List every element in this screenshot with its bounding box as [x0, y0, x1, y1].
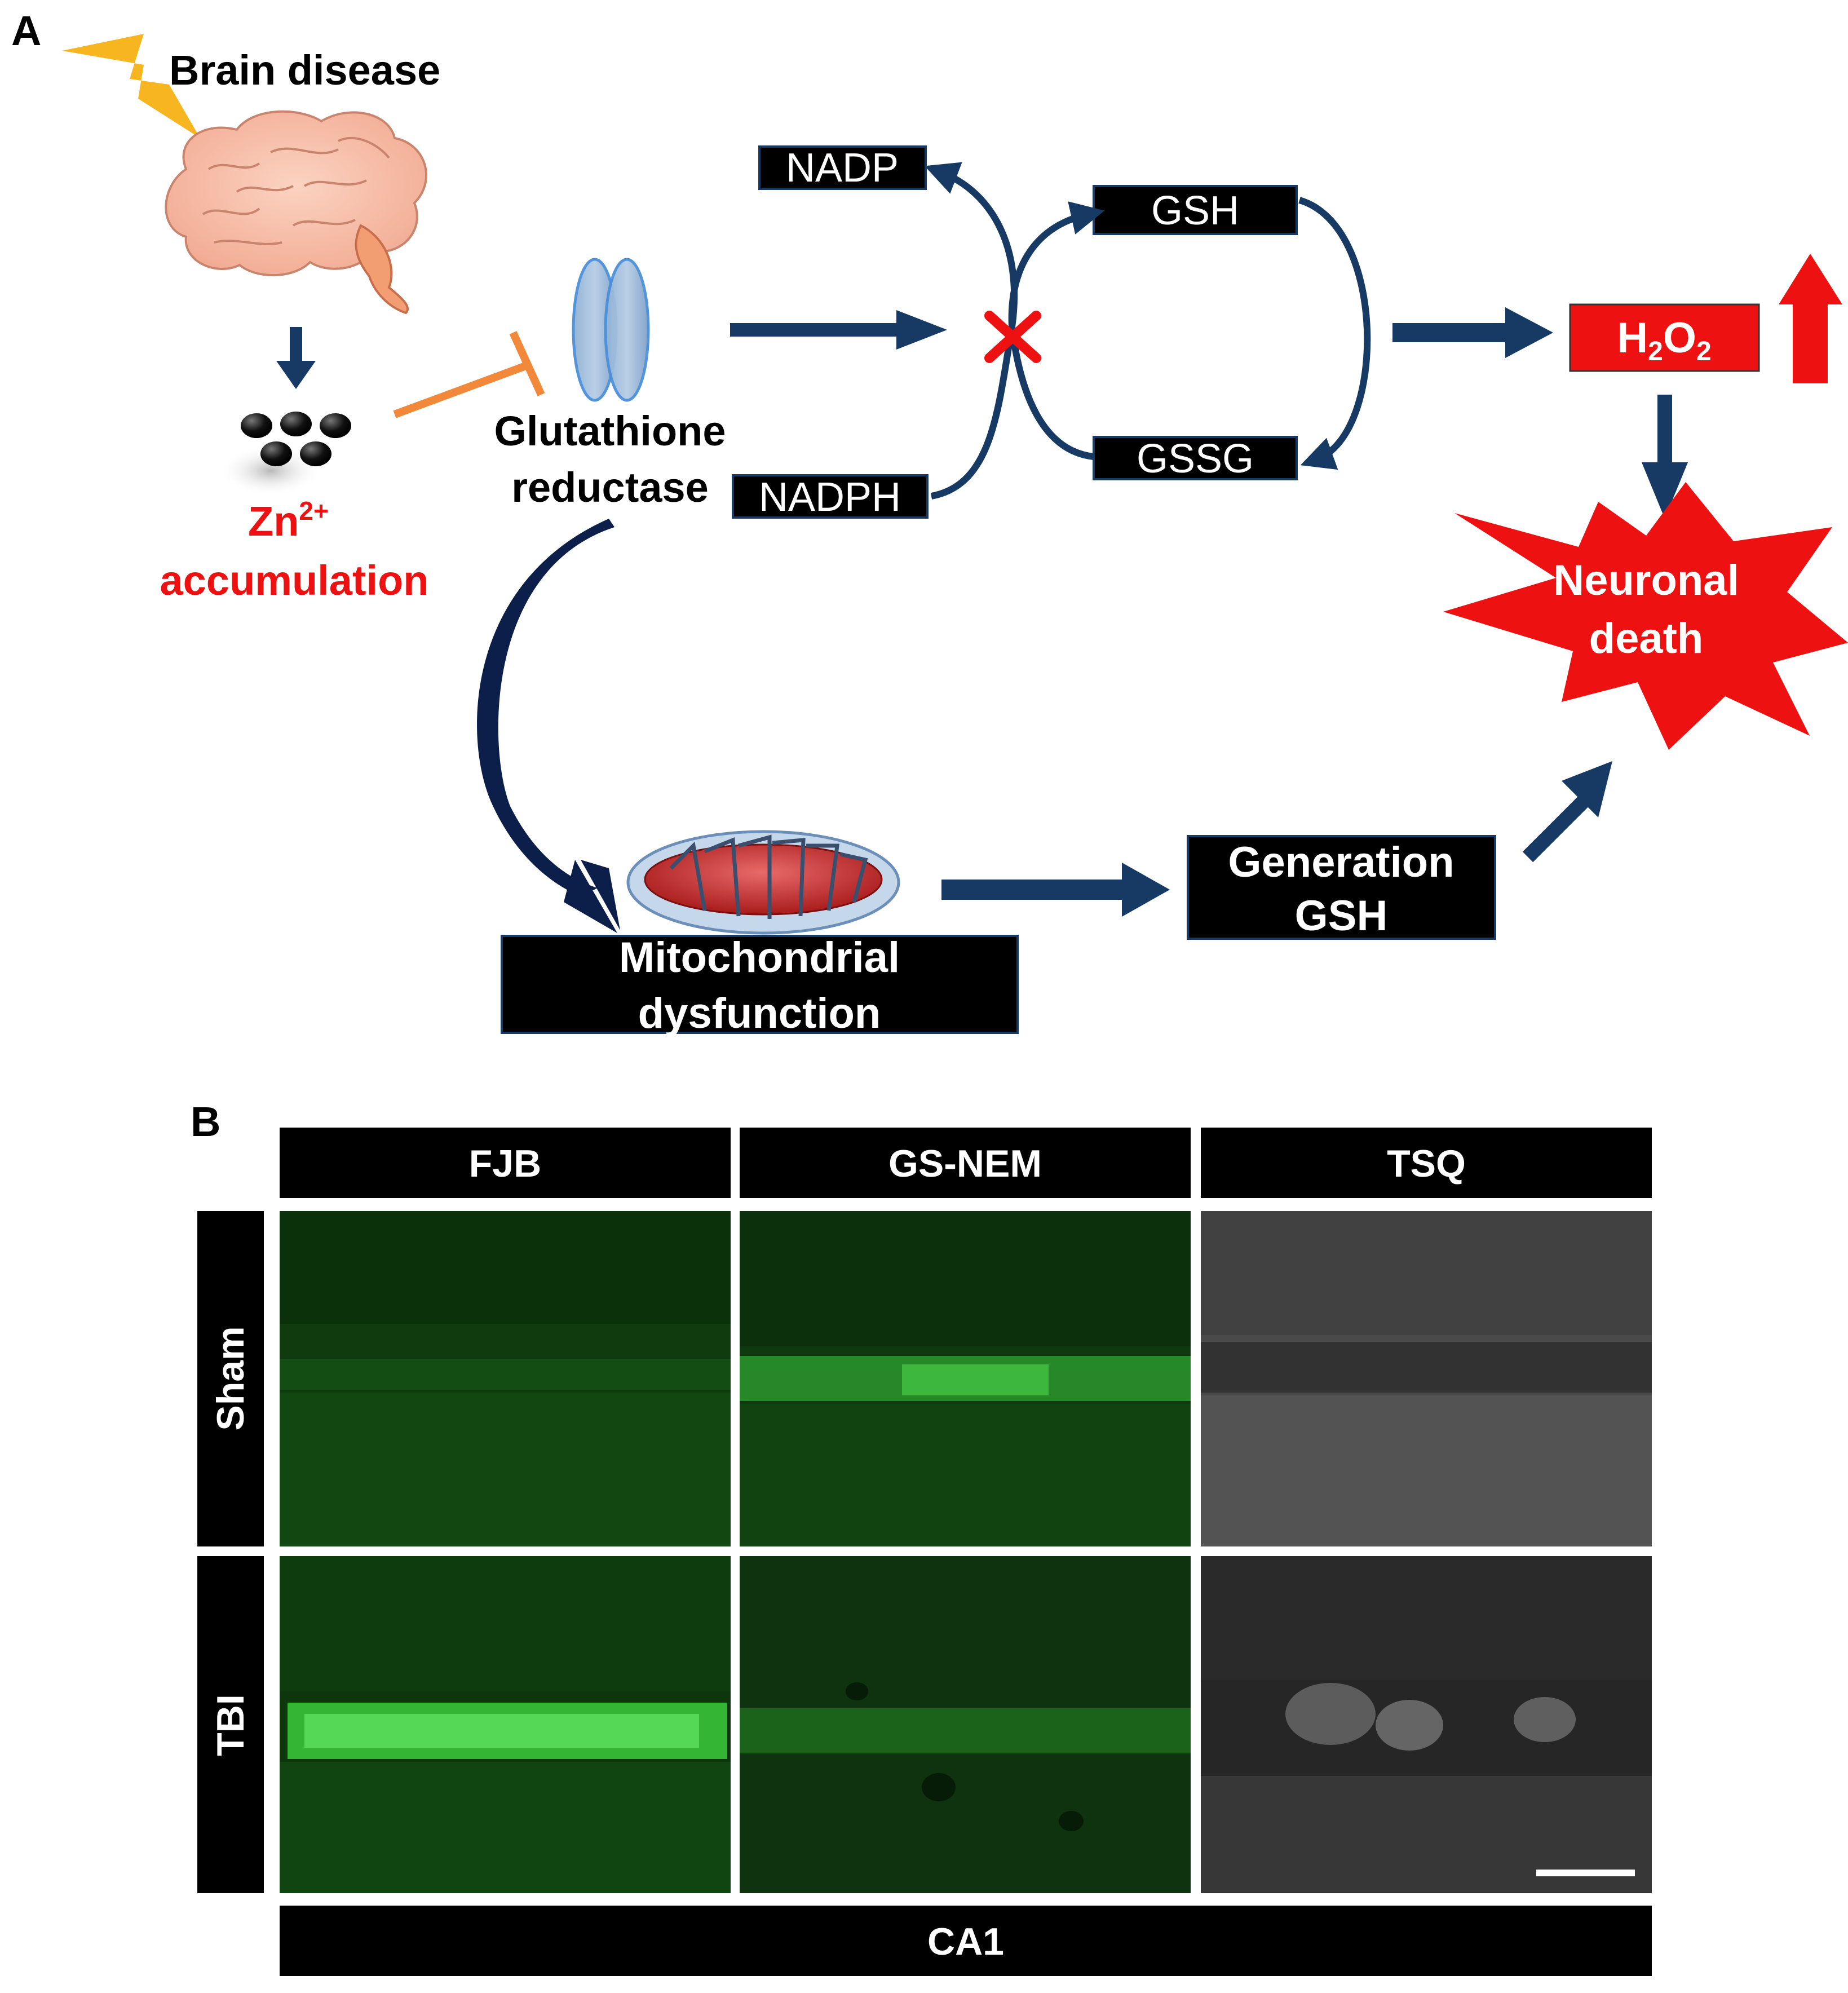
column-header-tsq-label: TSQ — [1387, 1142, 1466, 1185]
block-x-icon — [984, 311, 1041, 363]
brain-disease-label: Brain disease — [169, 47, 440, 94]
h2o2-label: H2O2 — [1617, 314, 1711, 366]
footer-ca1: CA1 — [280, 1906, 1652, 1976]
gsh-box: GSH — [1093, 185, 1298, 235]
lightning-icon — [62, 34, 200, 138]
mito-line1-label: Mitochondrial — [619, 934, 900, 982]
generation-label: Generation — [1228, 838, 1454, 886]
reductase-label: reductase — [511, 464, 709, 511]
redox-cycle-arrows — [924, 162, 1371, 500]
row-header-sham: Sham — [197, 1211, 264, 1546]
nadph-box: NADPH — [732, 474, 929, 520]
micrograph-tbi-tsq — [1201, 1556, 1652, 1893]
h2o2-box: H2O2 — [1569, 303, 1760, 372]
column-header-tsq: TSQ — [1201, 1128, 1652, 1198]
arrow-enzyme-to-mito — [477, 519, 620, 933]
arrow-enzyme-to-cycle — [730, 310, 947, 350]
gssg-label: GSSG — [1137, 436, 1254, 481]
enzyme-icon — [572, 258, 650, 402]
micrograph-tbi-fjb — [280, 1556, 731, 1893]
generation-gsh-label: GSH — [1295, 892, 1388, 940]
arrow-mito-to-generation — [941, 863, 1170, 917]
neuronal-death-star: Neuronal death — [1443, 482, 1848, 750]
neuronal-label: Neuronal — [1553, 556, 1739, 604]
micrograph-sham-fjb — [280, 1211, 731, 1546]
footer-ca1-label: CA1 — [927, 1920, 1004, 1963]
mitochondrion-icon — [626, 830, 900, 935]
brain-icon — [165, 110, 428, 315]
generation-gsh-box: Generation GSH — [1187, 835, 1496, 940]
inhibition-line — [393, 331, 545, 418]
zn-label: Zn2+ — [248, 496, 329, 545]
arrow-generation-to-death — [1522, 761, 1612, 863]
panel-a-letter: A — [11, 7, 41, 54]
column-header-gs-nem-label: GS-NEM — [888, 1142, 1042, 1185]
column-header-gs-nem: GS-NEM — [740, 1128, 1191, 1198]
arrow-cycle-to-h2o2 — [1392, 307, 1553, 358]
arrow-brain-to-zn — [276, 327, 316, 389]
panel-b-letter: B — [191, 1098, 220, 1145]
zn-ions-icon — [220, 412, 351, 496]
mito-dysfunction-box: Mitochondrial dysfunction — [501, 934, 1019, 1037]
micrograph-sham-tsq — [1201, 1211, 1652, 1546]
mito-line2-label: dysfunction — [638, 989, 881, 1037]
nadp-box: NADP — [758, 145, 927, 191]
increase-arrow-icon — [1779, 254, 1842, 383]
arrow-h2o2-to-death — [1642, 395, 1688, 519]
row-header-sham-label: Sham — [209, 1326, 252, 1430]
nadp-label: NADP — [786, 145, 899, 191]
gssg-box: GSSG — [1093, 436, 1298, 481]
gsh-label: GSH — [1151, 188, 1239, 233]
accumulation-label: accumulation — [160, 557, 429, 604]
glutathione-label: Glutathione — [494, 408, 726, 454]
nadph-label: NADPH — [759, 475, 901, 520]
row-header-tbi-label: TBI — [209, 1694, 252, 1756]
death-label: death — [1589, 615, 1704, 662]
column-header-fjb: FJB — [280, 1128, 731, 1198]
row-header-tbi: TBI — [197, 1556, 264, 1893]
micrograph-tbi-gs-nem — [740, 1556, 1191, 1893]
column-header-fjb-label: FJB — [469, 1142, 541, 1185]
micrograph-sham-gs-nem — [740, 1211, 1191, 1546]
